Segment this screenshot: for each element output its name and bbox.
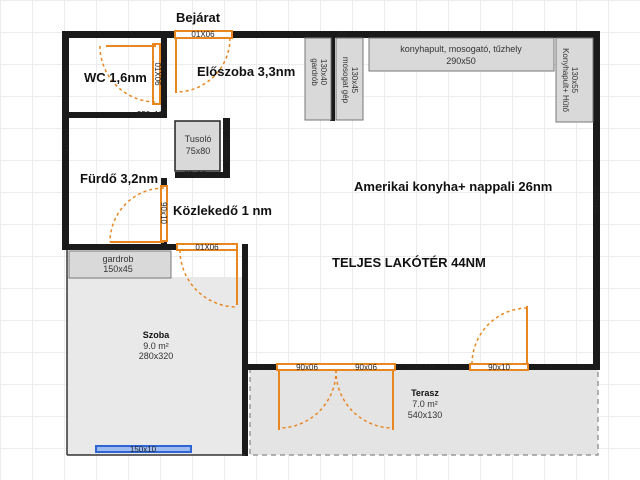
walls (62, 31, 600, 456)
terrace-size: 540x130 (408, 410, 443, 420)
balcony-door-frame (469, 363, 529, 371)
bedroom-door-swing (179, 249, 238, 308)
total-label: TELJES LAKÓTÉR 44NM (332, 255, 486, 270)
window-dim: 150x10 (130, 445, 157, 454)
terrace-area-text: 7.0 m² (412, 399, 438, 409)
washer-name: mosogat gép (341, 57, 350, 104)
wall-shower-bottom (175, 172, 230, 178)
doors (99, 30, 529, 430)
shower-bottom-dim: 90x10 (184, 170, 206, 179)
bath-door-dim: 90x10 (159, 202, 168, 224)
fridge-unit (555, 37, 594, 123)
terrace-door-swing-2 (335, 369, 394, 429)
washer-size: 130x45 (350, 67, 359, 94)
counter-size: 290x50 (446, 56, 476, 66)
bedroom-window (95, 445, 192, 453)
wall-wc-bottom (62, 112, 167, 118)
right-wall-dim: 540x10 (591, 187, 600, 214)
bedroom-name: Szoba (143, 330, 170, 340)
entrance-door-swing (175, 37, 231, 93)
wall-left (62, 31, 69, 250)
wardrobe-size: 150x45 (103, 264, 133, 274)
bedroom-door-dim: 01X06 (195, 243, 219, 252)
left-wall-dim: 335x10 (60, 127, 69, 154)
shower (174, 120, 221, 172)
fridge-size: 130x55 (570, 67, 579, 94)
entrance-label: Bejárat (176, 10, 221, 25)
wardrobe (68, 250, 172, 279)
bedroom-outline (66, 250, 245, 456)
wall-south-3 (528, 364, 600, 370)
wall-top-right (232, 31, 600, 38)
cabinet-size: 130x40 (319, 59, 328, 86)
wall-south-1 (242, 364, 277, 370)
wc-door-dim: 01X06 (153, 62, 162, 86)
bedroom-area (67, 277, 245, 455)
balcony-door-dim: 90x10 (488, 363, 510, 372)
balcony-door-swing (471, 307, 528, 365)
wc-wall-dim: 250x10 (137, 110, 164, 119)
bedroom-size: 280x320 (139, 351, 174, 361)
wc-label: WC 1,6nm (84, 70, 147, 85)
wall-bath-bottom (62, 244, 177, 250)
wall-south-2 (395, 364, 470, 370)
corridor-label: Közlekedő 1 nm (173, 203, 272, 218)
wc-door-frame (152, 43, 161, 105)
terrace-name: Terasz (411, 388, 439, 398)
top-note-dim: 10 (337, 30, 346, 39)
wall-bedroom-right (242, 244, 248, 456)
washer (335, 37, 364, 121)
terrace-door-dim-2: 90x06 (355, 363, 377, 372)
terrace-door-dim-1: 90x06 (296, 363, 318, 372)
wall-kitchen-divider (330, 31, 335, 121)
bath-door-swing (109, 187, 165, 243)
cabinet-name: gardrób (310, 58, 319, 86)
wall-shower-right (223, 118, 230, 178)
wall-top-left (62, 31, 175, 38)
shower-wall-dim: 10x80 (221, 137, 230, 159)
bathroom-label: Fürdő 3,2nm (80, 171, 158, 186)
counter-name: konyhapult, mosogató, tűzhely (400, 44, 522, 54)
entry-door-dim: 01X06 (191, 30, 215, 39)
terrace-area (249, 368, 599, 456)
bedroom-door-frame (176, 243, 238, 251)
bedroom-area: 9.0 m² (143, 341, 169, 351)
shower-size: 75x80 (186, 146, 211, 156)
cabinet (304, 37, 332, 121)
wardrobe-name: gardrob (102, 254, 133, 264)
wall-right (593, 31, 600, 369)
shower-name: Tusoló (185, 134, 212, 144)
terrace-door-swing-1 (278, 369, 337, 429)
wc-door-swing (99, 45, 157, 103)
wall-wc-right (161, 38, 167, 118)
living-label: Amerikai konyha+ nappali 26nm (354, 179, 552, 194)
south-wall-dim: 540x10 (407, 363, 434, 372)
fridge-name: Konyhapult+ Hűtő (561, 48, 570, 112)
terrace-door-frame (276, 363, 396, 371)
entrance-door-frame (174, 30, 233, 39)
counter (368, 37, 555, 72)
hall-label: Előszoba 3,3nm (197, 64, 295, 79)
